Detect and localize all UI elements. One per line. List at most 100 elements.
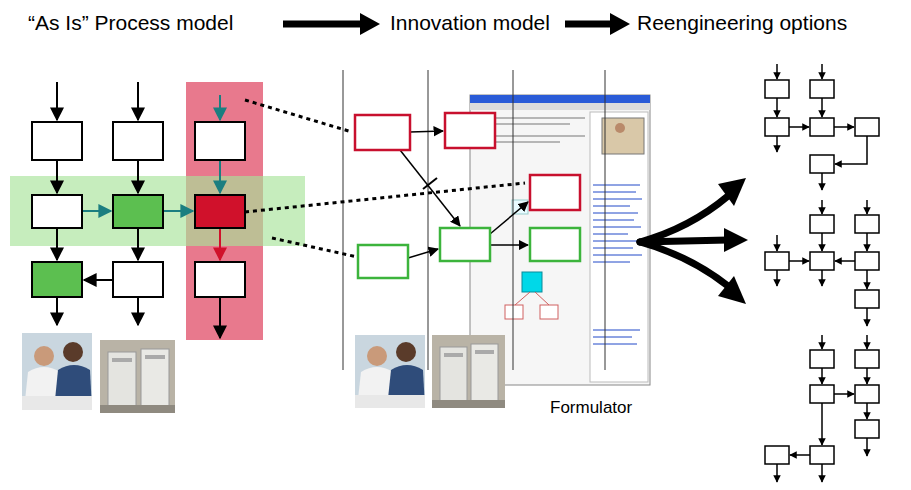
flow-box: [855, 118, 879, 136]
flow-box: [765, 118, 789, 136]
flow-arrow: [789, 126, 809, 128]
flow-arrow: [821, 368, 823, 384]
flow-arrow: [835, 260, 855, 262]
server-photo: [432, 335, 505, 408]
innovation-arrow: [490, 202, 528, 234]
link-line: [593, 241, 639, 242]
link-line: [593, 220, 634, 221]
process-box: [113, 195, 163, 228]
process-arrow: [56, 82, 58, 120]
server-slot: [145, 355, 165, 359]
flow-box: [855, 215, 879, 233]
server-slot: [112, 358, 132, 362]
flow-arrow: [776, 235, 778, 251]
flow-arrow: [866, 438, 868, 456]
useful-box: [530, 228, 580, 261]
flow-box: [855, 385, 879, 403]
link-line: [593, 248, 633, 249]
link-line: [593, 213, 638, 214]
person-head: [367, 346, 387, 366]
menu-bar: [470, 103, 650, 110]
flow-arrow: [776, 464, 778, 482]
process-boxes: [32, 122, 245, 297]
link-line: [593, 206, 630, 207]
flow-box: [855, 350, 879, 368]
option-arrow: [640, 240, 728, 242]
link-line: [593, 199, 642, 200]
server-slot: [444, 353, 463, 357]
column-line: [343, 70, 344, 370]
title-bar: [470, 95, 650, 103]
heading-label: Reengineering options: [637, 11, 847, 35]
flow-box: [765, 446, 789, 464]
flow-arrow: [776, 98, 778, 117]
flow-box: [810, 215, 834, 233]
flow-box: [810, 385, 834, 403]
heading-arrow: [283, 21, 362, 28]
process-arrow: [56, 228, 58, 260]
flow-box: [855, 290, 879, 308]
flow-arrow: [821, 403, 823, 445]
process-box: [32, 195, 82, 228]
process-box: [32, 262, 82, 297]
flow-arrow: [834, 126, 854, 128]
flow-arrow: [790, 454, 810, 456]
heading-label: Innovation model: [390, 11, 550, 35]
process-box: [113, 262, 163, 297]
panel-picture: [615, 123, 625, 133]
floor: [100, 405, 175, 413]
highlight-band: [10, 176, 305, 246]
flow-arrow: [866, 403, 868, 419]
mini-box: [505, 305, 523, 319]
photo-ground: [22, 333, 92, 410]
flow-box: [810, 446, 834, 464]
server-tower: [108, 352, 136, 407]
flow-arrow: [821, 464, 823, 482]
flow-arrow: [866, 335, 868, 349]
link-line: [593, 234, 628, 235]
link-line: [593, 255, 642, 256]
flow-arrow: [866, 308, 868, 326]
process-arrow: [137, 82, 139, 120]
heading-label: Formulator: [550, 398, 632, 418]
process-box: [113, 122, 163, 160]
process-arrow: [163, 210, 193, 212]
process-arrow: [82, 210, 111, 212]
heading-arrow: [360, 13, 380, 35]
harm-box: [530, 175, 580, 210]
flow-box: [810, 118, 834, 136]
harm-tick: [423, 178, 437, 189]
desk: [355, 395, 425, 408]
photo-ground: [355, 335, 425, 408]
mini-box: [512, 200, 528, 214]
option-arrows: [640, 196, 728, 286]
harm-box: [445, 113, 495, 148]
desk: [22, 396, 92, 410]
server-slot: [475, 350, 494, 354]
process-box: [195, 122, 245, 160]
flow-arrow: [866, 270, 868, 289]
person-head: [63, 342, 83, 362]
person-head: [396, 342, 416, 362]
mapping-line: [245, 183, 525, 212]
flow-arrow: [821, 173, 823, 190]
process-arrow: [84, 279, 113, 281]
flow-box: [810, 350, 834, 368]
flow-arrow: [821, 64, 823, 79]
server-tower: [141, 349, 169, 407]
heading-label: “As Is” Process model: [28, 11, 233, 35]
useful-box: [358, 245, 408, 278]
flow-arrow: [866, 233, 868, 251]
flow-arrow: [821, 233, 823, 251]
link-line: [593, 344, 637, 345]
process-box: [195, 195, 245, 228]
option-arrowhead: [718, 276, 746, 304]
option-arrow: [640, 242, 728, 286]
innovation-arrow: [410, 131, 443, 132]
innovation-arrow: [490, 244, 528, 246]
process-arrow: [137, 297, 139, 325]
heading-arrow: [565, 21, 612, 28]
flow-arrow: [821, 98, 823, 117]
